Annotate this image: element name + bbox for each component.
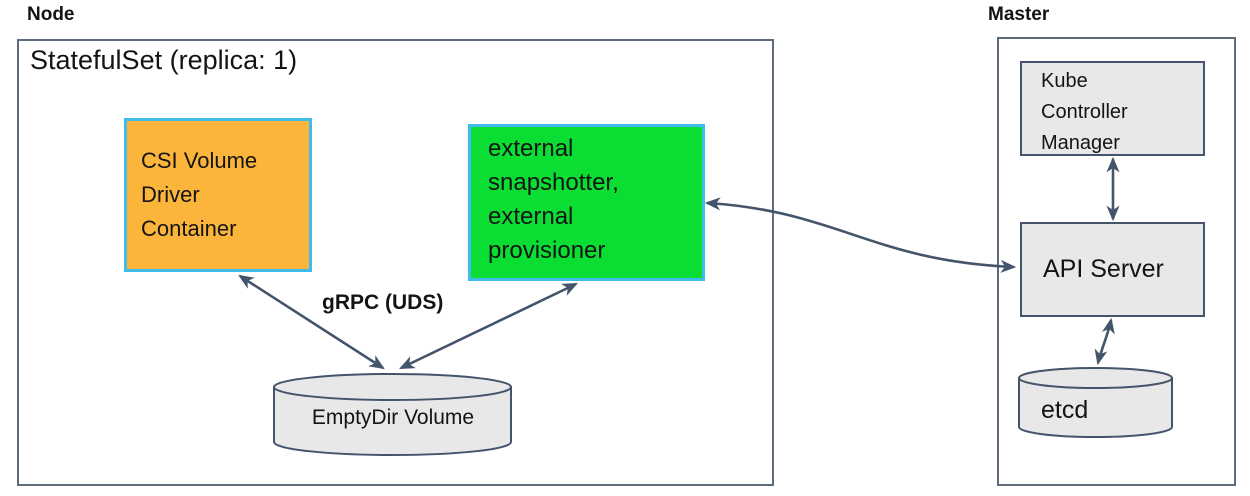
statefulset-label: StatefulSet (replica: 1) (30, 45, 298, 75)
api-server-label: API Server (1043, 255, 1164, 283)
external-snapshotter-provisioner-box: external snapshotter, external provision… (468, 124, 705, 281)
grpc-uds-arrow-label: gRPC (UDS) (322, 291, 444, 314)
master-group-label: Master (988, 4, 1050, 25)
emptydir-volume-label: EmptyDir Volume (311, 406, 475, 429)
csi-volume-driver-container-box: CSI Volume Driver Container (124, 118, 312, 272)
etcd-label: etcd (1041, 396, 1089, 424)
node-group-label: Node (27, 4, 75, 25)
kube-controller-manager-box: Kube Controller Manager (1020, 61, 1205, 156)
api-server-box: API Server (1020, 222, 1205, 317)
